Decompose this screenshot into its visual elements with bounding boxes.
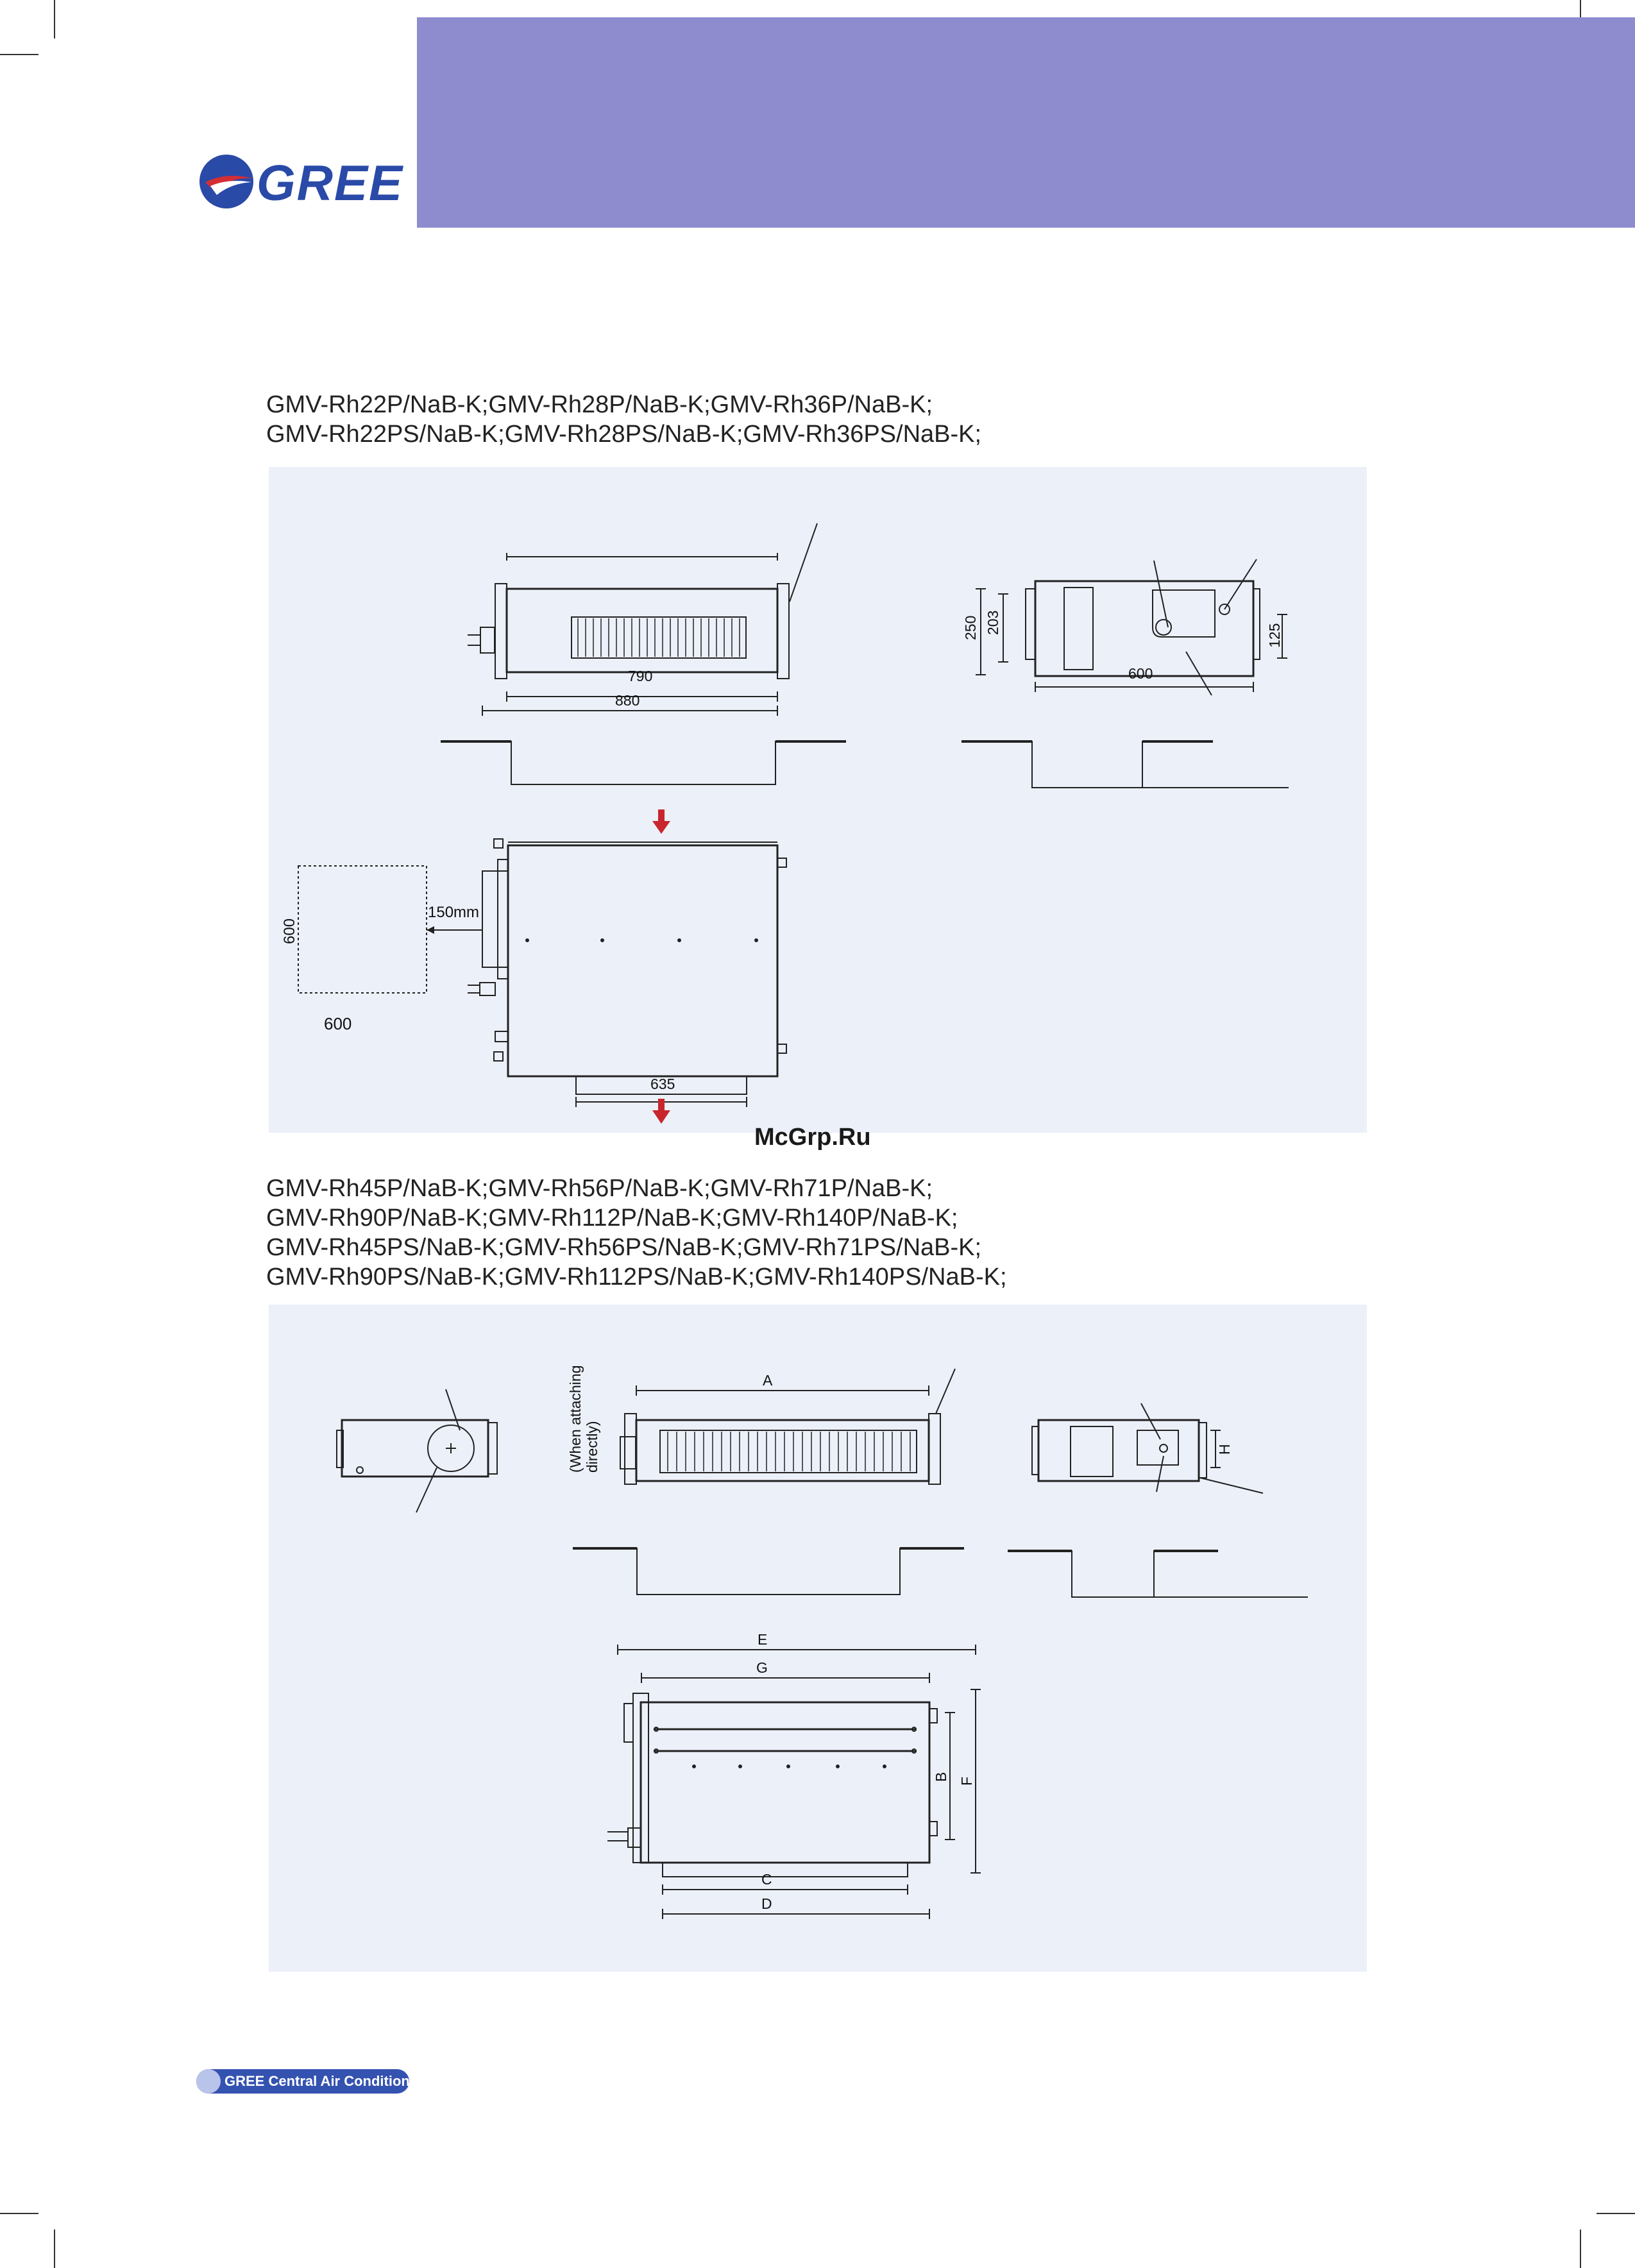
- dim-d: D: [761, 1895, 772, 1912]
- dim-h: H: [1216, 1444, 1233, 1455]
- dim-600-side: 600: [1128, 665, 1153, 682]
- header-band: [417, 17, 1635, 228]
- model-line: GMV-Rh90P/NaB-K;GMV-Rh112P/NaB-K;GMV-Rh1…: [266, 1205, 958, 1231]
- model-line: GMV-Rh90PS/NaB-K;GMV-Rh112PS/NaB-K;GMV-R…: [266, 1264, 1007, 1291]
- footer-brand-label: GREE Central Air Conditioners: [196, 2069, 431, 2094]
- service-width: 600: [324, 1014, 352, 1033]
- model-line: GMV-Rh45PS/NaB-K;GMV-Rh56PS/NaB-K;GMV-Rh…: [266, 1234, 982, 1261]
- dim-b: B: [933, 1772, 949, 1782]
- model-line: GMV-Rh22PS/NaB-K;GMV-Rh28PS/NaB-K;GMV-Rh…: [266, 421, 982, 448]
- model-line: GMV-Rh45P/NaB-K;GMV-Rh56P/NaB-K;GMV-Rh71…: [266, 1175, 933, 1202]
- dim-125: 125: [1266, 623, 1283, 648]
- drawing-panel-small-units: 790 880 250 203: [269, 467, 1367, 1133]
- side-view-fan: [336, 1389, 498, 1513]
- clearance-label: 150mm: [428, 904, 479, 921]
- drawing-panel-large-units: A: [269, 1305, 1367, 1972]
- dimension-drawing-large: A: [336, 1366, 1308, 1919]
- side-view-large: H: [1008, 1403, 1308, 1598]
- section2-models: GMV-Rh45P/NaB-K;GMV-Rh56P/NaB-K;GMV-Rh71…: [266, 1174, 1007, 1292]
- gree-swoosh-icon: [199, 155, 253, 208]
- top-view-large: E G B F C: [607, 1631, 981, 1919]
- dim-g: G: [756, 1659, 768, 1676]
- crop-mark: [54, 2230, 55, 2268]
- gree-logo: GREE: [198, 153, 409, 211]
- front-view: 790 880: [441, 523, 846, 785]
- section1-models: GMV-Rh22P/NaB-K;GMV-Rh28P/NaB-K;GMV-Rh36…: [266, 390, 981, 449]
- crop-mark: [0, 2213, 38, 2214]
- note-line: directly): [584, 1421, 600, 1473]
- dim-790: 790: [628, 668, 652, 684]
- model-line: GMV-Rh22P/NaB-K;GMV-Rh28P/NaB-K;GMV-Rh36…: [266, 391, 933, 418]
- footer-dot-icon: [196, 2069, 221, 2094]
- top-view: 150mm 600 600 635: [281, 809, 787, 1124]
- service-height: 600: [281, 918, 298, 944]
- dim-e: E: [758, 1631, 767, 1648]
- dim-203: 203: [985, 611, 1001, 635]
- dim-250: 250: [962, 616, 979, 640]
- airflow-arrow-icon: [658, 809, 665, 821]
- dim-f: F: [958, 1777, 975, 1786]
- airflow-arrow-icon: [658, 1099, 665, 1110]
- logo-wordmark: GREE: [257, 155, 404, 211]
- dim-c: C: [761, 1871, 772, 1888]
- side-view: 250 203 125 600: [962, 559, 1289, 788]
- dim-880: 880: [615, 692, 640, 709]
- front-grille: [577, 618, 740, 657]
- crop-mark: [1580, 2230, 1581, 2268]
- watermark: McGrp.Ru: [754, 1124, 871, 1151]
- crop-mark: [0, 54, 38, 55]
- crop-mark: [1597, 2213, 1635, 2214]
- crop-mark: [54, 0, 55, 38]
- front-grille-large: [667, 1432, 911, 1471]
- dim-a: A: [763, 1372, 773, 1389]
- front-view-large: A: [573, 1368, 964, 1595]
- note-line: (When attaching: [567, 1366, 584, 1473]
- dimension-drawing-small: 790 880 250 203: [281, 523, 1289, 1124]
- dim-635: 635: [650, 1076, 675, 1092]
